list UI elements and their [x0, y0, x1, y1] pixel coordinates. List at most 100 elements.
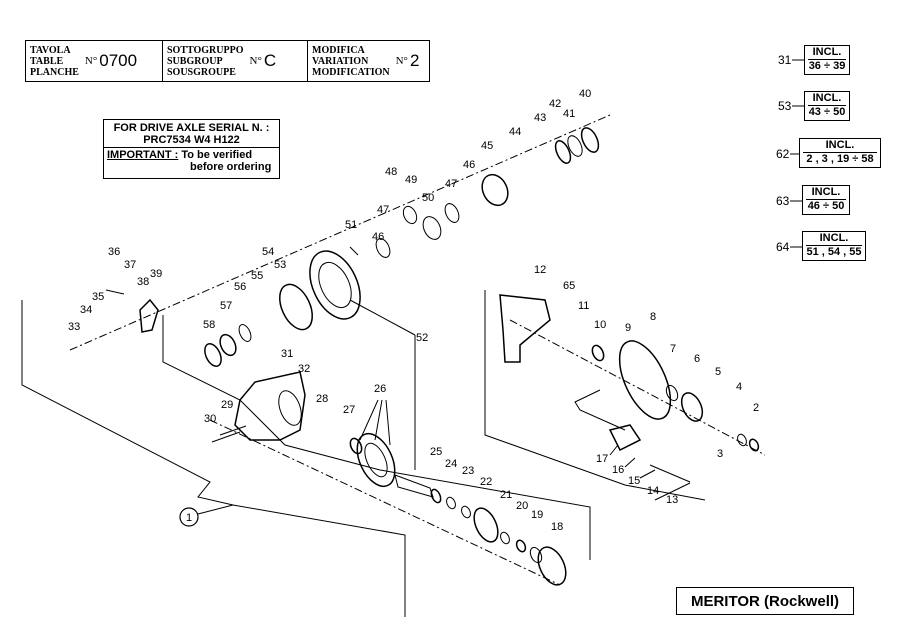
callout-34: 34 [80, 304, 92, 316]
include-number: 31 [778, 53, 792, 67]
include-number: 53 [778, 99, 792, 113]
callout-54: 54 [262, 246, 274, 258]
axis-line-pinion [209, 419, 561, 586]
bolt-36 [105, 289, 125, 295]
leader-16 [624, 457, 636, 468]
callout-leader-1 [197, 504, 234, 515]
callout-17: 17 [596, 453, 608, 465]
subgroup-no: N° [249, 55, 262, 67]
callout-49: 49 [405, 174, 417, 186]
frame-right-step [574, 389, 626, 431]
callout-15: 15 [628, 475, 640, 487]
washer-3 [737, 433, 747, 447]
stud-29 [219, 425, 247, 436]
subgroup-cell: SOTTOGRUPPO SUBGROUP SOUSGROUPE N° C [163, 41, 308, 81]
yoke-18 [537, 546, 567, 586]
callout-21: 21 [500, 489, 512, 501]
include-box: INCL. 43 ÷ 50 [804, 91, 850, 121]
serial-line1: FOR DRIVE AXLE SERIAL N. : [113, 122, 270, 134]
serial-line2: PRC7534 W4 H122 [104, 134, 279, 148]
bearing-58 [204, 342, 222, 368]
include-box: INCL. 51 , 54 , 55 [802, 231, 866, 261]
carrier-flange [278, 390, 302, 426]
tavola-labels: TAVOLA TABLE PLANCHE [30, 44, 79, 78]
spider-50 [422, 216, 442, 240]
callout-46b: 46 [372, 231, 384, 243]
callout-12: 12 [534, 264, 546, 276]
frame-outline-right [484, 290, 706, 501]
callout-28: 28 [316, 393, 328, 405]
callout-26: 26 [374, 383, 386, 395]
callout-41: 41 [563, 108, 575, 120]
include-number: 62 [776, 147, 790, 161]
modification-cell: MODIFICA VARIATION MODIFICATION N° 2 [308, 41, 429, 81]
callout-31: 31 [281, 348, 293, 360]
seal-7 [665, 384, 679, 402]
adjuster-40 [580, 127, 600, 153]
callout-56: 56 [234, 281, 246, 293]
spacer-24 [446, 496, 456, 510]
seal-21 [500, 531, 510, 545]
brake-disc-8 [618, 340, 672, 420]
leader-26b [374, 399, 383, 441]
tavola-no: N° [84, 55, 98, 67]
pinion-gear-26 [356, 432, 396, 488]
ring-gear-inner [318, 261, 352, 309]
callout-57: 57 [220, 300, 232, 312]
bolt-30 [211, 431, 241, 443]
callout-19: 19 [531, 509, 543, 521]
callout-29: 29 [221, 399, 233, 411]
actuator-17 [608, 424, 642, 452]
include-box: INCL. 2 , 3 , 19 ÷ 58 [799, 138, 881, 168]
callout-35: 35 [92, 291, 104, 303]
callout-18: 18 [551, 521, 563, 533]
serial-box: FOR DRIVE AXLE SERIAL N. : PRC7534 W4 H1… [103, 119, 280, 179]
callout-9: 9 [625, 322, 631, 334]
callout-55: 55 [251, 270, 263, 282]
callout-27: 27 [343, 404, 355, 416]
callout-23: 23 [462, 465, 474, 477]
callout-40: 40 [579, 88, 591, 100]
carrier-housing [234, 371, 306, 441]
washer-10 [591, 344, 605, 362]
include-box: INCL. 36 ÷ 39 [804, 45, 850, 75]
axis-line-main [69, 114, 611, 351]
frame-outline-mid [162, 315, 591, 560]
callout-50: 50 [422, 192, 434, 204]
header-table: TAVOLA TABLE PLANCHE N° 0700 SOTTOGRUPPO… [25, 40, 430, 82]
bearing-41 [567, 135, 583, 157]
bearing-25 [430, 488, 442, 504]
axis-line-ring [349, 299, 416, 336]
callout-22: 22 [480, 476, 492, 488]
leader-26c [385, 399, 391, 446]
callout-2: 2 [753, 402, 759, 414]
leader-17 [609, 444, 619, 456]
callout-39: 39 [150, 268, 162, 280]
cap-39 [139, 298, 159, 333]
subgroup-labels: SOTTOGRUPPO SUBGROUP SOUSGROUPE [167, 44, 244, 78]
callout-8: 8 [650, 311, 656, 323]
callout-14: 14 [647, 485, 659, 497]
callout-58: 58 [203, 319, 215, 331]
note-line1: To be verified [181, 149, 253, 161]
include-number: 63 [776, 194, 790, 208]
seal-20 [515, 539, 527, 553]
nut-2 [748, 438, 760, 452]
callout-33: 33 [68, 321, 80, 333]
gear-47 [444, 203, 460, 223]
callout-7: 7 [670, 343, 676, 355]
include-number: 64 [776, 240, 790, 254]
frame-outline-left [21, 300, 406, 617]
gear-46 [375, 238, 391, 258]
callout-44: 44 [509, 126, 521, 138]
callout-25: 25 [430, 446, 442, 458]
callout-13: 13 [666, 494, 678, 506]
callout-20: 20 [516, 500, 528, 512]
callout-48: 48 [385, 166, 397, 178]
callout-53: 53 [274, 259, 286, 271]
callout-32: 32 [298, 363, 310, 375]
callout-11: 11 [578, 300, 589, 312]
callout-43: 43 [534, 112, 546, 124]
gear-49 [402, 205, 418, 225]
callout-16: 16 [612, 464, 624, 476]
